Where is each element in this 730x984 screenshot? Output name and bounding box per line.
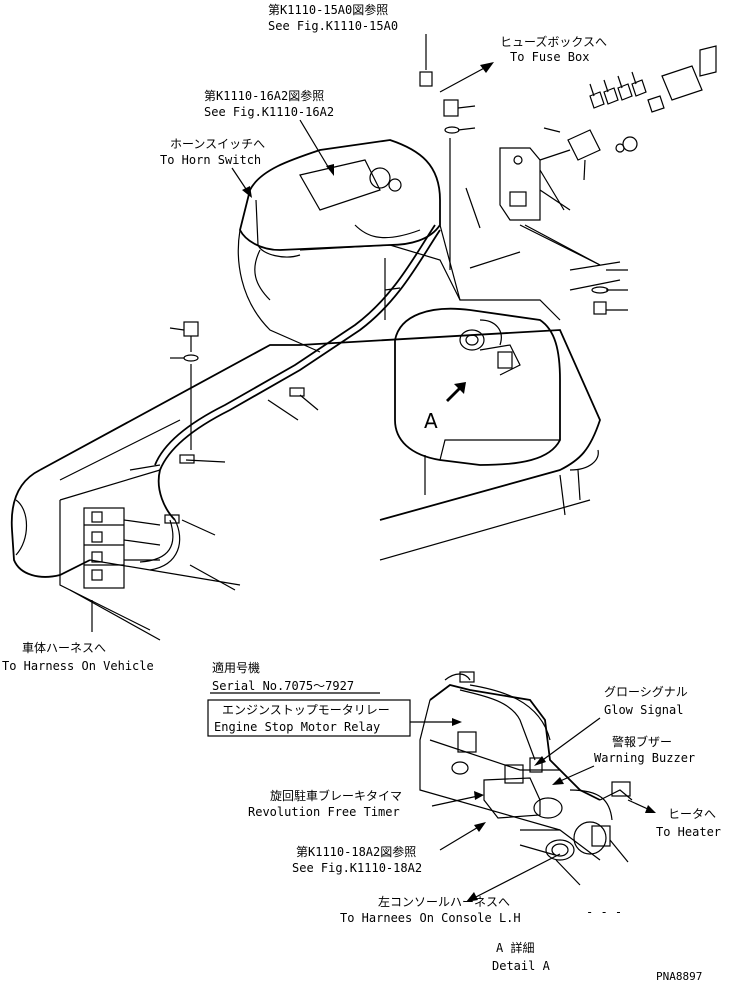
fig18a2-label-en: See Fig.K1110-18A2 — [292, 861, 422, 875]
arrow-icon — [645, 805, 656, 813]
serial-label-jp: 適用号機 — [212, 660, 260, 675]
arrow-icon — [474, 822, 486, 832]
detail-marker: A — [424, 409, 438, 433]
arrow-icon — [480, 62, 494, 73]
fusebox-label-en: To Fuse Box — [510, 50, 589, 64]
heater-label-en: To Heater — [656, 825, 721, 839]
leader-line — [299, 119, 331, 171]
leader-line — [469, 853, 561, 901]
arrow-icon — [326, 164, 334, 176]
console-assembly — [129, 139, 561, 571]
frame — [10, 307, 601, 641]
timer-label-jp: 旋回駐車ブレーキタイマ — [270, 788, 402, 803]
arrow-icon — [534, 756, 546, 766]
arrow-icon — [474, 791, 484, 800]
horn-label-en: To Horn Switch — [160, 153, 261, 167]
leader-line — [439, 825, 481, 851]
fig16a2-label-jp: 第K1110-16A2図参照 — [204, 88, 324, 103]
leader-line — [557, 765, 595, 783]
detail-label-en: Detail A — [492, 959, 551, 973]
harness-vehicle-label-en: To Harness On Vehicle — [2, 659, 154, 673]
heater-label-jp: ヒータへ — [668, 807, 716, 821]
horn-label-jp: ホーンスイッチへ — [170, 137, 265, 151]
fusebox-label-jp: ヒューズボックスへ — [500, 34, 607, 49]
engine-relay-label-jp: エンジンストップモータリレー — [222, 703, 390, 717]
detail-arrow-icon — [446, 382, 466, 402]
fig15a0-label-en: See Fig.K1110-15A0 — [268, 19, 398, 33]
leader-line — [627, 799, 651, 811]
buzzer-label-en: Warning Buzzer — [594, 751, 695, 765]
arrow-icon — [466, 892, 478, 902]
drawing-number: PNA8897 — [656, 970, 702, 983]
buzzer-label-jp: 警報ブザー — [612, 734, 672, 749]
arrow-icon — [452, 718, 462, 726]
fig18a2-label-jp: 第K1110-18A2図参照 — [296, 844, 416, 859]
engine-relay-label-en: Engine Stop Motor Relay — [214, 720, 380, 734]
fuse-box-parts — [419, 45, 717, 315]
glow-label-jp: グローシグナル — [604, 685, 688, 699]
bolt-left — [169, 321, 199, 450]
leader-line — [439, 65, 489, 93]
serial-label-en: Serial No.7075～7927 — [212, 679, 354, 693]
detail-a-drawing — [419, 671, 633, 886]
fig16a2-label-en: See Fig.K1110-16A2 — [204, 105, 334, 119]
console-label-en: To Harnees On Console L.H — [340, 911, 521, 925]
glow-label-en: Glow Signal — [604, 703, 683, 717]
console-label-dashes: - - - — [586, 905, 622, 919]
fig15a0-label-jp: 第K1110-15A0図参照 — [268, 2, 388, 17]
leader-line — [231, 167, 249, 193]
arrow-icon — [552, 777, 564, 785]
console-label-jp: 左コンソールハーネスへ — [378, 894, 510, 909]
harness-vehicle-label-jp: 車体ハーネスへ — [22, 641, 106, 655]
engine-relay-box — [207, 699, 411, 737]
detail-label-jp: A 詳細 — [496, 940, 534, 955]
leader-line — [431, 795, 479, 807]
timer-label-en: Revolution Free Timer — [248, 805, 400, 819]
